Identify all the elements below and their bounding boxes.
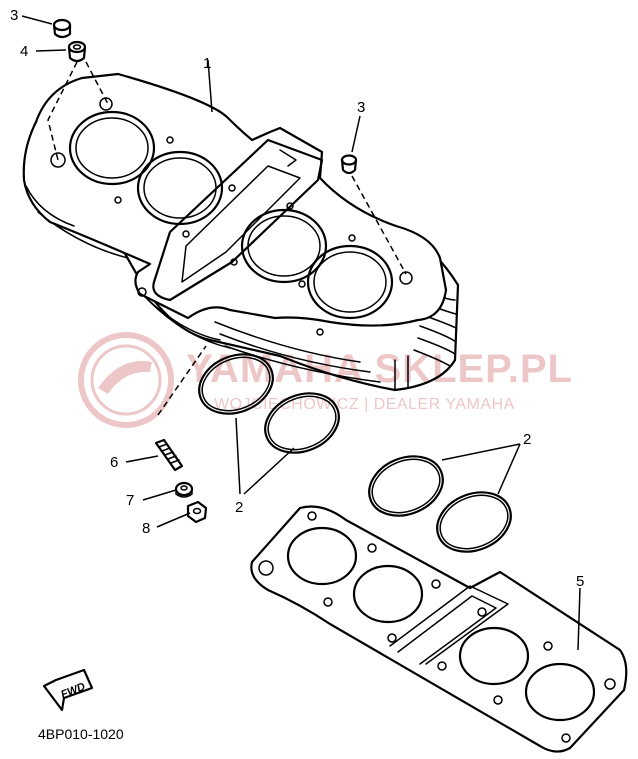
leader-lines	[21, 15, 581, 651]
fwd-arrow: FWD	[42, 668, 94, 712]
cylinder-block	[22, 72, 460, 392]
callout-2-right: 2	[523, 431, 531, 448]
nut	[186, 500, 208, 524]
cylinder-bores	[68, 110, 394, 320]
watermark: YAMAHA SKLEP.PL WOJCIECHOWICZ | DEALER Y…	[78, 332, 572, 428]
deck-bolt-holes	[50, 97, 413, 336]
washer	[174, 481, 194, 498]
stud-bolt	[154, 438, 184, 472]
o-rings-left	[198, 353, 340, 454]
dowel-pin-right	[340, 154, 358, 175]
part-code: 4BP010-1020	[38, 726, 124, 742]
cylinder-top-deck	[22, 72, 448, 327]
callout-7: 7	[126, 492, 134, 509]
cam-chain-tunnel	[152, 138, 324, 302]
watermark-logo	[78, 332, 174, 428]
callouts: 3 4 1 3 6 7 8 2 2 5	[10, 7, 584, 590]
callout-8: 8	[142, 520, 150, 537]
callout-4: 4	[20, 43, 28, 60]
callout-6: 6	[110, 454, 118, 471]
base-gasket	[250, 505, 628, 753]
o-rings-right	[368, 455, 512, 553]
callout-3-top: 3	[10, 7, 18, 24]
dowel-pin-top	[52, 18, 72, 39]
gasket-bolt-holes	[258, 511, 616, 743]
collar-4	[67, 40, 87, 63]
callout-1: 1	[203, 55, 211, 72]
callout-5: 5	[576, 573, 584, 590]
watermark-sub-text: WOJCIECHOWICZ | DEALER YAMAHA	[214, 396, 515, 413]
callout-2-left: 2	[235, 499, 243, 516]
callout-3-right: 3	[357, 99, 365, 116]
